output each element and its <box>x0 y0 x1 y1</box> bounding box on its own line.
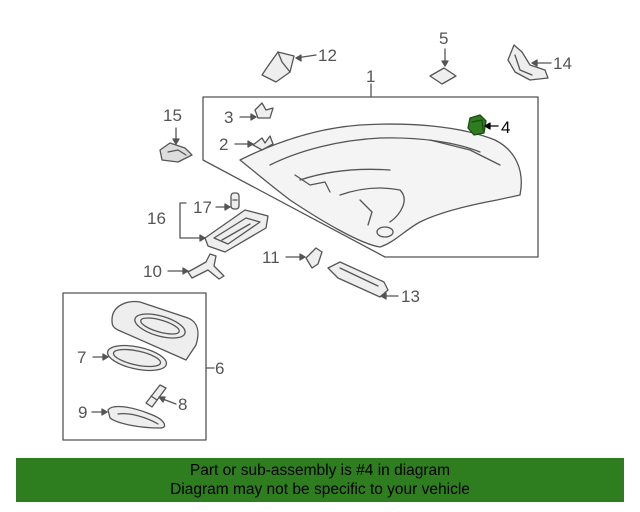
headliner-group-box <box>202 96 539 258</box>
callout-12: 12 <box>318 46 337 65</box>
banner-line-1: Part or sub-assembly is #4 in diagram <box>189 462 451 479</box>
callout-4: 4 <box>501 118 510 137</box>
callout-10: 10 <box>143 262 162 281</box>
parts-diagram: 1 2 3 4 5 6 7 8 9 10 11 12 13 14 15 16 1… <box>62 29 572 441</box>
callout-8: 8 <box>178 395 187 414</box>
callout-15: 15 <box>163 106 182 125</box>
callout-5: 5 <box>439 29 448 48</box>
part-12-bracket <box>261 51 295 83</box>
banner-line-2: Diagram may not be specific to your vehi… <box>170 481 470 498</box>
part-15-handle <box>159 142 193 163</box>
part-2-clip <box>252 135 274 151</box>
part-13-bracket <box>327 261 389 298</box>
part-11-clip <box>305 247 323 269</box>
part-14-trim <box>507 44 549 81</box>
part-5-pad <box>429 67 457 85</box>
callout-11: 11 <box>262 248 280 267</box>
part-9-lens <box>107 405 166 429</box>
callout-16: 16 <box>147 209 166 228</box>
headliner-part <box>239 123 522 248</box>
part-8-bulb <box>145 384 167 408</box>
part-7-mirror <box>106 344 168 372</box>
part-4-clip-highlighted[interactable] <box>467 114 487 136</box>
leader-lines <box>91 48 552 416</box>
callout-6: 6 <box>215 359 224 378</box>
callout-3: 3 <box>224 108 233 127</box>
info-banner: Part or sub-assembly is #4 in diagram Di… <box>16 458 624 502</box>
part-17-bulb <box>230 192 240 210</box>
callout-7: 7 <box>77 348 86 367</box>
callout-13: 13 <box>401 287 420 306</box>
callout-2: 2 <box>219 135 228 154</box>
callout-17: 17 <box>193 198 212 217</box>
callout-14: 14 <box>553 54 572 73</box>
part-10-bracket <box>187 253 225 280</box>
sunvisor-group-box <box>62 292 207 441</box>
part-16-console <box>204 209 269 253</box>
part-3-bracket <box>254 102 274 119</box>
part-6-sunvisor <box>111 300 199 361</box>
callout-1: 1 <box>366 67 375 86</box>
callout-9: 9 <box>78 403 87 422</box>
